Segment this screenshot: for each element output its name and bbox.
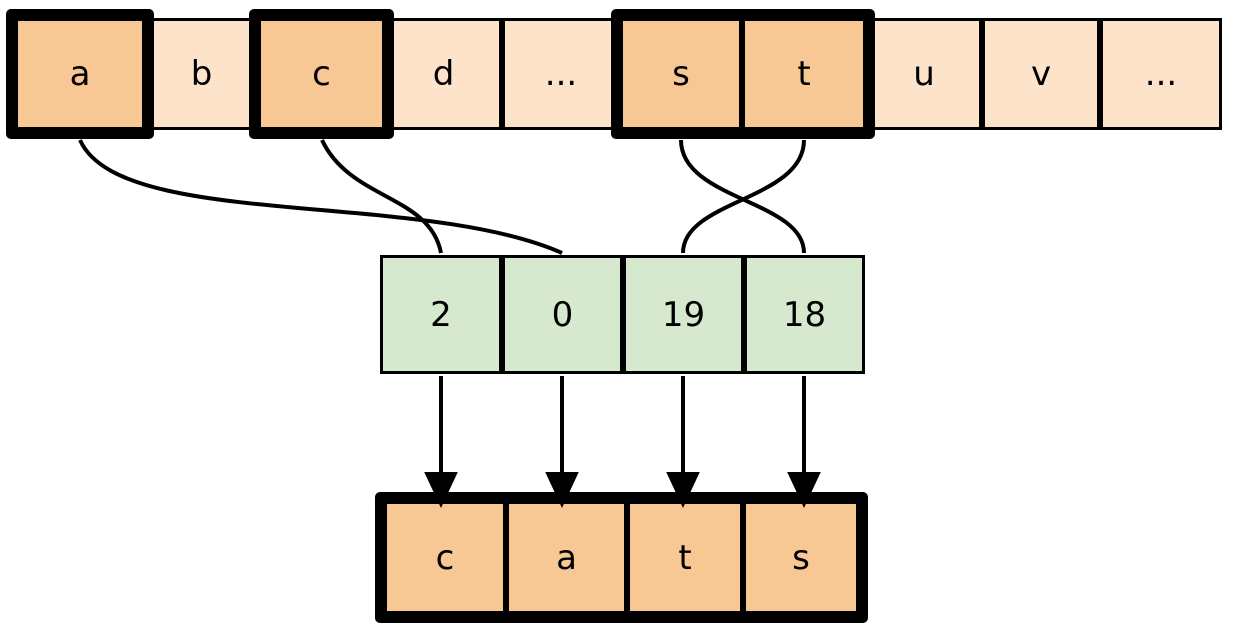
result-cell-0[interactable]: c [384, 501, 506, 614]
connector-c-to-2 [320, 139, 443, 254]
index-cell-18[interactable]: 18 [744, 255, 865, 374]
alphabet-cell-a[interactable]: a [15, 18, 145, 130]
arrow-layer [424, 376, 821, 508]
index-cell-0[interactable]: 0 [502, 255, 623, 374]
alphabet-cell-u[interactable]: u [866, 18, 982, 130]
index-cell-19[interactable]: 19 [623, 255, 744, 374]
alphabet-cell-d[interactable]: d [385, 18, 502, 130]
result-cell-3[interactable]: s [743, 501, 859, 614]
result-cell-1[interactable]: a [506, 501, 627, 614]
connector-a-to-0 [78, 139, 563, 255]
alphabet-cell-ellipsis-4[interactable]: ... [502, 18, 620, 130]
alphabet-cell-s[interactable]: s [620, 18, 742, 130]
alphabet-cell-v[interactable]: v [982, 18, 1100, 130]
connector-s-to-18 [679, 139, 806, 254]
curve-layer [78, 139, 806, 255]
alphabet-cell-ellipsis-9[interactable]: ... [1100, 18, 1222, 130]
connector-t-to-19 [681, 139, 806, 254]
index-cell-2[interactable]: 2 [380, 255, 502, 374]
alphabet-cell-c[interactable]: c [258, 18, 385, 130]
alphabet-cell-t[interactable]: t [742, 18, 866, 130]
alphabet-cell-b[interactable]: b [145, 18, 258, 130]
result-cell-2[interactable]: t [627, 501, 743, 614]
